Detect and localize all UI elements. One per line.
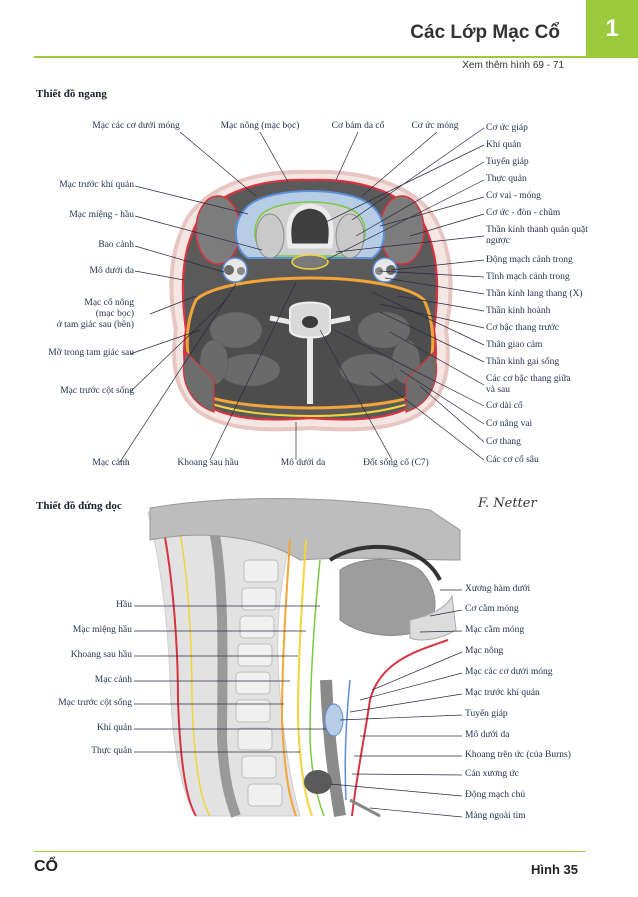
label-sternocleidomastoid: Cơ ức - đòn - chũm	[486, 208, 561, 218]
label-subcutaneous-bottom: Mô dưới da	[280, 458, 326, 468]
label-recurrent-laryngeal-nerve: Thần kinh thanh quản quặt ngược	[486, 225, 588, 246]
label-omohyoid: Cơ vai - móng	[486, 191, 541, 201]
label-spinal-nerve: Thần kinh gai sống	[486, 357, 560, 367]
label-prevertebral-fascia: Mạc trước cột sống	[60, 386, 134, 396]
label-subcutaneous-sagittal: Mô dưới da	[465, 730, 510, 740]
label-mandible: Xương hàm dưới	[465, 584, 531, 594]
label-suprasternal-space: Khoang trên ức (của Burns)	[465, 750, 571, 760]
label-infrahyoid-fascia: Mạc các cơ dưới móng	[92, 121, 180, 131]
label-pharynx: Hầu	[116, 600, 132, 610]
label-thyroid-gland: Tuyến giáp	[486, 157, 529, 167]
label-buccopharyngeal-fascia: Mạc miệng - hầu	[69, 210, 134, 220]
footer-figure-number: Hình 35	[531, 862, 578, 877]
label-sympathetic-trunk: Thân giao cảm	[486, 340, 543, 350]
label-vagus-nerve: Thần kinh lang thang (X)	[486, 289, 583, 299]
label-sternohyoid: Cơ ức móng	[411, 121, 459, 131]
label-geniohyoid: Cơ cằm móng	[465, 604, 519, 614]
label-internal-jugular-vein: Tĩnh mạch cảnh trong	[486, 272, 570, 282]
label-sternothyroid: Cơ ức giáp	[486, 123, 528, 133]
artist-signature: F. Netter	[478, 496, 537, 511]
page-title: Các Lớp Mạc Cổ	[410, 22, 560, 43]
label-infrahyoid-fascia-sagittal: Mạc các cơ dưới móng	[465, 667, 553, 677]
label-c7-vertebra: Đốt sống cổ (C7)	[363, 458, 429, 468]
sagittal-section-figure	[147, 498, 461, 818]
label-subcutaneous-tissue: Mô dưới da	[89, 266, 134, 276]
label-pretracheal-fascia-sagittal: Mạc trước khí quản	[465, 688, 540, 698]
label-internal-carotid-artery: Động mạch cảnh trong	[486, 255, 573, 265]
label-alar-fascia: Mạc cảnh	[92, 458, 130, 468]
label-superficial-fascia-sagittal: Mạc nông	[465, 646, 504, 656]
label-manubrium: Cán xương ức	[465, 769, 519, 779]
label-pericardium: Màng ngoài tim	[465, 811, 526, 821]
label-carotid-sheath: Bao cảnh	[98, 240, 134, 250]
sagittal-section-heading: Thiết đồ đứng dọc	[36, 500, 122, 512]
label-aorta: Động mạch chủ	[465, 790, 526, 800]
footer-divider	[34, 851, 586, 852]
label-trachea: Khí quản	[486, 140, 522, 150]
label-alar-fascia-sagittal: Mạc cảnh	[94, 675, 132, 685]
label-esophagus: Thực quản	[486, 174, 527, 184]
label-middle-posterior-scalene: Các cơ bậc thang giữa và sau	[486, 374, 571, 395]
label-retropharyngeal-space-sagittal: Khoang sau hầu	[70, 650, 132, 660]
label-trachea-sagittal: Khí quản	[96, 723, 132, 733]
transverse-section-heading: Thiết đồ ngang	[36, 88, 107, 100]
label-geniohyoid-fascia: Mạc cằm móng	[465, 625, 525, 635]
label-deep-neck-muscles: Các cơ cổ sâu	[486, 455, 539, 465]
label-thyroid-gland-sagittal: Tuyến giáp	[465, 709, 508, 719]
transverse-section-figure	[169, 169, 453, 432]
title-divider	[34, 56, 586, 58]
chapter-number-badge: 1	[586, 0, 638, 58]
label-pretracheal-fascia: Mạc trước khí quản	[59, 180, 134, 190]
label-superficial-fascia: Mạc nông (mạc bọc)	[220, 121, 300, 131]
label-trapezius: Cơ thang	[486, 437, 521, 447]
label-longus-colli: Cơ dài cổ	[486, 401, 523, 411]
footer-section-name: CỔ	[34, 858, 58, 875]
label-buccopharyngeal-fascia-sagittal: Mạc miệng hầu	[72, 625, 132, 635]
label-posterior-triangle-fat: Mỡ trong tam giác sau	[48, 348, 134, 358]
label-levator-scapulae: Cơ nâng vai	[486, 419, 533, 429]
label-platysma: Cơ bám da cổ	[331, 121, 385, 131]
label-superficial-cervical-fascia: Mạc cổ nông (mạc bọc) ở tam giác sau (bê…	[56, 298, 134, 330]
see-also-reference: Xem thêm hình 69 - 71	[462, 60, 564, 71]
label-phrenic-nerve: Thần kinh hoành	[486, 306, 551, 316]
label-esophagus-sagittal: Thực quản	[91, 746, 132, 756]
label-prevertebral-fascia-sagittal: Mạc trước cột sống	[58, 698, 132, 708]
label-anterior-scalene: Cơ bậc thang trước	[486, 323, 559, 333]
label-retropharyngeal-space: Khoang sau hầu	[177, 458, 239, 468]
